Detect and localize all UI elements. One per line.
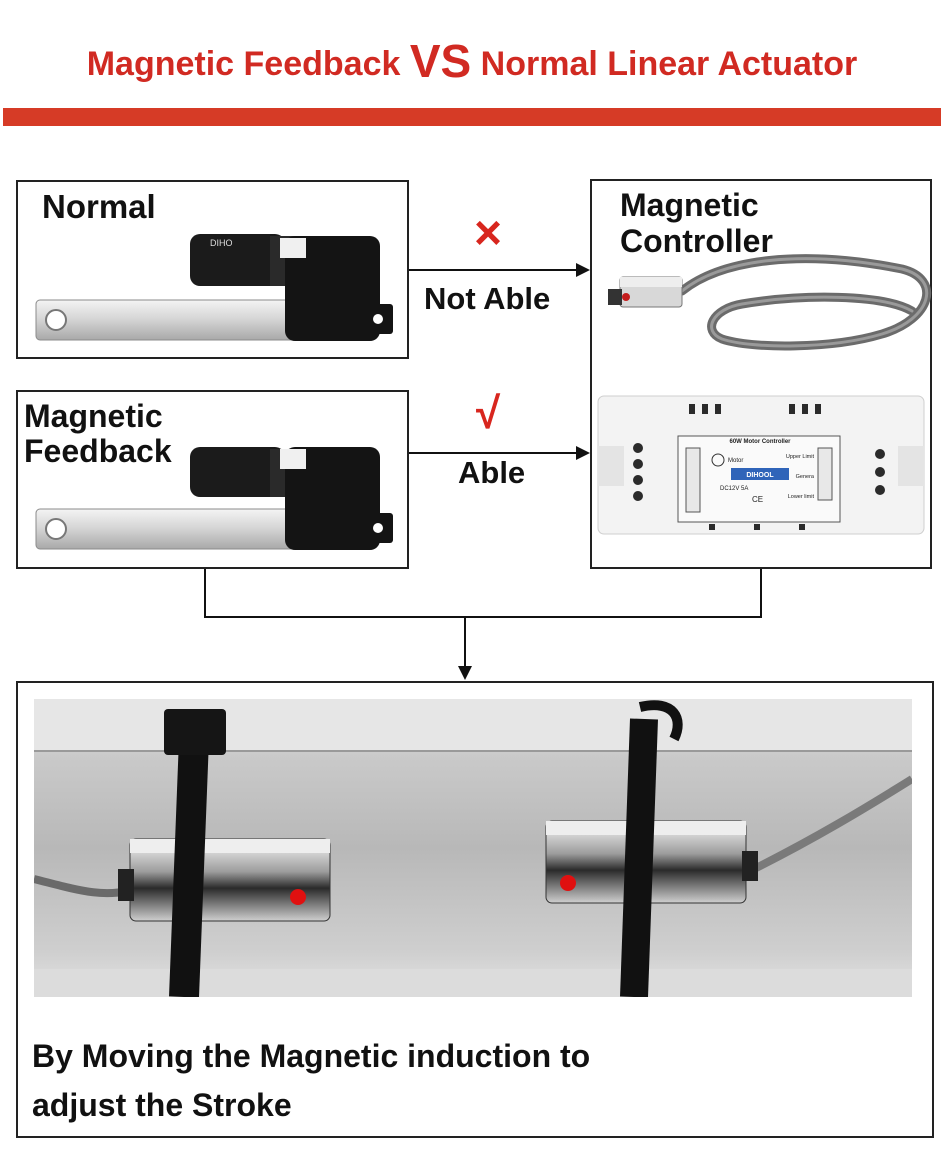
magnetic-controller-box: Magnetic Controller 60W Motor Controller…	[590, 179, 932, 569]
able-label: Able	[458, 455, 526, 490]
controller-upper-limit-text: Upper Limit	[786, 454, 815, 460]
check-icon: √	[476, 389, 501, 438]
controller-panel-header: 60W Motor Controller	[730, 439, 792, 445]
not-able-label: Not Able	[424, 281, 551, 316]
caption-line2: adjust the Stroke	[32, 1087, 292, 1123]
controller-lower-limit-text: Lower limit	[788, 494, 815, 500]
normal-arrowhead	[576, 263, 590, 277]
title-part2: Normal Linear Actuator	[471, 45, 858, 83]
normal-label: Normal	[42, 188, 156, 225]
page-title: Magnetic Feedback VS Normal Linear Actua…	[0, 34, 944, 88]
controller-brand-text: DIHOOL	[746, 472, 774, 479]
controller-label-line1: Magnetic	[620, 187, 759, 223]
controller-power-text: DC12V 5A	[720, 486, 748, 492]
bracket-down-line	[464, 618, 466, 668]
normal-actuator-image: DIHO	[35, 234, 393, 341]
title-vs: VS	[409, 35, 472, 87]
caption-line1: By Moving the Magnetic induction to	[32, 1038, 591, 1074]
bracket-bottom-line	[204, 616, 762, 618]
magnetic-sensor-closeup-image	[34, 699, 912, 997]
down-arrowhead	[458, 666, 472, 680]
feedback-label-line1: Magnetic	[24, 398, 163, 434]
stroke-adjust-box: By Moving the Magnetic induction to adju…	[16, 681, 934, 1138]
actuator-brand-text: DIHO	[210, 238, 233, 248]
normal-actuator-box: Normal DIHO	[16, 180, 409, 359]
controller-ce-text: CE	[752, 495, 763, 504]
magnetic-sensor-image	[608, 254, 932, 351]
motor-controller-image: 60W Motor Controller Motor DIHOOL Upper …	[597, 395, 925, 535]
controller-general-text: Genera	[796, 474, 815, 480]
feedback-to-controller-line	[409, 452, 577, 454]
feedback-label-line2: Feedback	[24, 433, 172, 469]
feedback-actuator-box: Magnetic Feedback	[16, 390, 409, 569]
title-part1: Magnetic Feedback	[86, 45, 410, 83]
controller-motor-text: Motor	[728, 458, 743, 464]
cross-icon: ×	[474, 207, 503, 260]
title-underline-bar	[3, 108, 941, 126]
bracket-left-line	[204, 569, 206, 618]
controller-label-line2: Controller	[620, 223, 773, 259]
bracket-right-line	[760, 569, 762, 618]
feedback-actuator-image	[35, 447, 393, 550]
feedback-arrowhead	[576, 446, 590, 460]
normal-to-controller-line	[409, 269, 577, 271]
